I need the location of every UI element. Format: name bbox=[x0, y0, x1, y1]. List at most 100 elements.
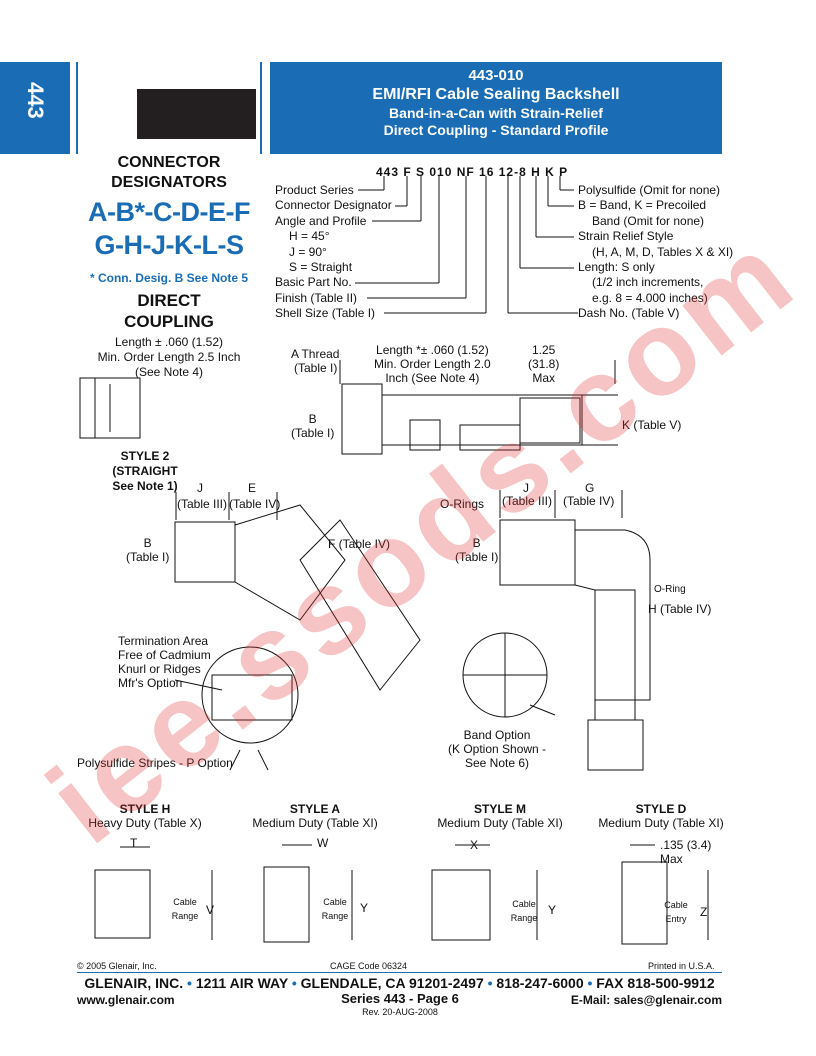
part-number: 443-010 bbox=[468, 67, 524, 84]
fax: FAX 818-500-9912 bbox=[596, 975, 715, 991]
style-subtitle: Heavy Duty (Table X) bbox=[88, 816, 202, 830]
style-title: STYLE M bbox=[473, 802, 526, 816]
b-label-left: B(Table I) bbox=[126, 536, 169, 564]
legend-item: Connector Designator bbox=[275, 198, 392, 213]
label-text: B bbox=[472, 536, 481, 550]
website-link[interactable]: www.glenair.com bbox=[77, 993, 175, 1007]
part-code: 443 F S 010 NF 16 12-8 H K P bbox=[376, 165, 569, 179]
max-label: 1.25(31.8)Max bbox=[528, 343, 559, 385]
polysulfide-label: Polysulfide Stripes - P Option bbox=[77, 756, 233, 770]
label-text: (K Option Shown - bbox=[448, 742, 547, 756]
b-label-right: B(Table I) bbox=[455, 536, 498, 564]
label-text: Band Option bbox=[463, 728, 531, 742]
table-iii-label: (Table III) bbox=[177, 497, 228, 511]
part-left-legend: Product Series Connector Designator Angl… bbox=[275, 183, 392, 322]
style-h: STYLE H Heavy Duty (Table X) bbox=[80, 802, 210, 830]
legend-item: Dash No. (Table V) bbox=[578, 306, 680, 321]
b-label-top: B(Table I) bbox=[291, 412, 334, 440]
label-text: (Table I) bbox=[294, 361, 338, 375]
style2-note: STYLE 2 (STRAIGHT See Note 1) bbox=[100, 449, 190, 494]
k-label: K (Table V) bbox=[622, 418, 682, 432]
label-text: Knurl or Ridges bbox=[118, 662, 201, 676]
header-divider bbox=[260, 62, 262, 154]
style2-line3: See Note 1) bbox=[112, 479, 178, 493]
legend-item: e.g. 8 = 4.000 inches) bbox=[592, 290, 708, 305]
phone: 818-247-6000 bbox=[496, 975, 584, 991]
cd-line1: CONNECTOR bbox=[117, 154, 221, 171]
max-dim: .135 (3.4) Max bbox=[660, 838, 712, 866]
label-text: (Table I) bbox=[126, 550, 170, 564]
legend-item: Polysulfide (Omit for none) bbox=[578, 183, 721, 197]
style2-line2: (STRAIGHT bbox=[112, 464, 178, 478]
coupling-label: COUPLING bbox=[124, 312, 214, 331]
email-link[interactable]: E-Mail: sales@glenair.com bbox=[570, 993, 722, 1007]
logo-placeholder bbox=[137, 89, 256, 139]
label-text: Termination Area bbox=[118, 634, 209, 648]
copyright: © 2005 Glenair, Inc. bbox=[77, 961, 157, 971]
t-dim: T bbox=[130, 836, 138, 850]
table-iv-label: (Table IV) bbox=[229, 497, 281, 511]
style-subtitle: Medium Duty (Table XI) bbox=[598, 816, 724, 830]
legend-item: Strain Relief Style bbox=[578, 229, 674, 244]
style-subtitle: Medium Duty (Table XI) bbox=[252, 816, 378, 830]
h-label: H (Table IV) bbox=[648, 602, 712, 616]
city: GLENDALE, CA 91201-2497 bbox=[300, 975, 484, 991]
label-text: Max bbox=[532, 371, 556, 385]
part-right-legend: Polysulfide (Omit for none) B = Band, K … bbox=[578, 183, 733, 322]
length-note: Length ± .060 (1.52) Min. Order Length 2… bbox=[74, 335, 264, 380]
a-thread-label: A Thread(Table I) bbox=[291, 347, 339, 375]
legend-item: S = Straight bbox=[289, 260, 353, 275]
label-text: B bbox=[143, 536, 152, 550]
style-m: STYLE M Medium Duty (Table XI) bbox=[430, 802, 570, 830]
g-label: G bbox=[585, 481, 595, 495]
cable-range-label: Cable Range bbox=[171, 897, 199, 921]
label-text: Mfr's Option bbox=[118, 676, 183, 690]
length-line2: Min. Order Length 2.5 Inch bbox=[97, 350, 241, 364]
w-dim: W bbox=[317, 836, 329, 850]
connector-designators-heading: CONNECTOR DESIGNATORS bbox=[74, 153, 264, 193]
designators: A-B*-C-D-E-F G-H-J-K-L-S bbox=[74, 196, 264, 262]
label-text: (Table I) bbox=[291, 426, 335, 440]
company-address: GLENAIR, INC. • 1211 AIR WAY • GLENDALE,… bbox=[84, 975, 715, 991]
table-iii-label: (Table III) bbox=[502, 494, 553, 508]
direct-coupling-heading: DIRECT COUPLING bbox=[74, 290, 264, 332]
legend-item: Basic Part No. bbox=[275, 275, 352, 290]
legend-item: Length: S only bbox=[578, 260, 655, 275]
cable-range-label: Cable Range bbox=[321, 897, 349, 921]
company-name: GLENAIR, INC. bbox=[84, 975, 184, 991]
z-dim: Z bbox=[700, 905, 708, 919]
x-dim: X bbox=[470, 838, 479, 852]
header-divider bbox=[76, 62, 78, 154]
label-text: 1.25 bbox=[532, 343, 556, 357]
style-title: STYLE A bbox=[289, 802, 341, 816]
label-text: B bbox=[308, 412, 317, 426]
label-text: Length *± .060 (1.52) bbox=[376, 343, 489, 357]
side-tab: 443 bbox=[0, 62, 70, 154]
legend-item: Band (Omit for none) bbox=[592, 213, 705, 228]
title-line1: EMI/RFI Cable Sealing Backshell bbox=[372, 86, 620, 103]
designator-line1: A-B*-C-D-E-F bbox=[88, 197, 250, 227]
cable-entry-label: Cable Entry bbox=[664, 900, 688, 924]
label-text: A Thread bbox=[291, 347, 340, 361]
table-iv-label: (Table IV) bbox=[563, 494, 615, 508]
label-text: Inch (See Note 4) bbox=[385, 371, 480, 385]
length-top-label: Length *± .060 (1.52)Min. Order Length 2… bbox=[374, 343, 491, 385]
label-text: See Note 6) bbox=[465, 756, 530, 770]
style2-line1: STYLE 2 bbox=[120, 449, 170, 463]
f-label: F (Table IV) bbox=[328, 537, 391, 551]
series-page: Series 443 - Page 6 bbox=[341, 991, 459, 1006]
designator-note: * Conn. Desig. B See Note 5 bbox=[89, 271, 249, 285]
o-ring-label: O-Ring bbox=[654, 584, 686, 595]
legend-item: J = 90° bbox=[289, 244, 327, 259]
e-label: E bbox=[248, 481, 257, 495]
label-text: (31.8) bbox=[528, 357, 560, 371]
legend-item: B = Band, K = Precoiled bbox=[578, 198, 707, 213]
v-dim: V bbox=[206, 903, 215, 917]
direct-label: DIRECT bbox=[137, 291, 201, 310]
style-a: STYLE A Medium Duty (Table XI) bbox=[245, 802, 385, 830]
designator-line2: G-H-J-K-L-S bbox=[94, 230, 244, 260]
legend-item: Product Series bbox=[275, 183, 354, 197]
cage-code: CAGE Code 06324 bbox=[330, 961, 408, 971]
j-label-right: J bbox=[523, 481, 529, 495]
